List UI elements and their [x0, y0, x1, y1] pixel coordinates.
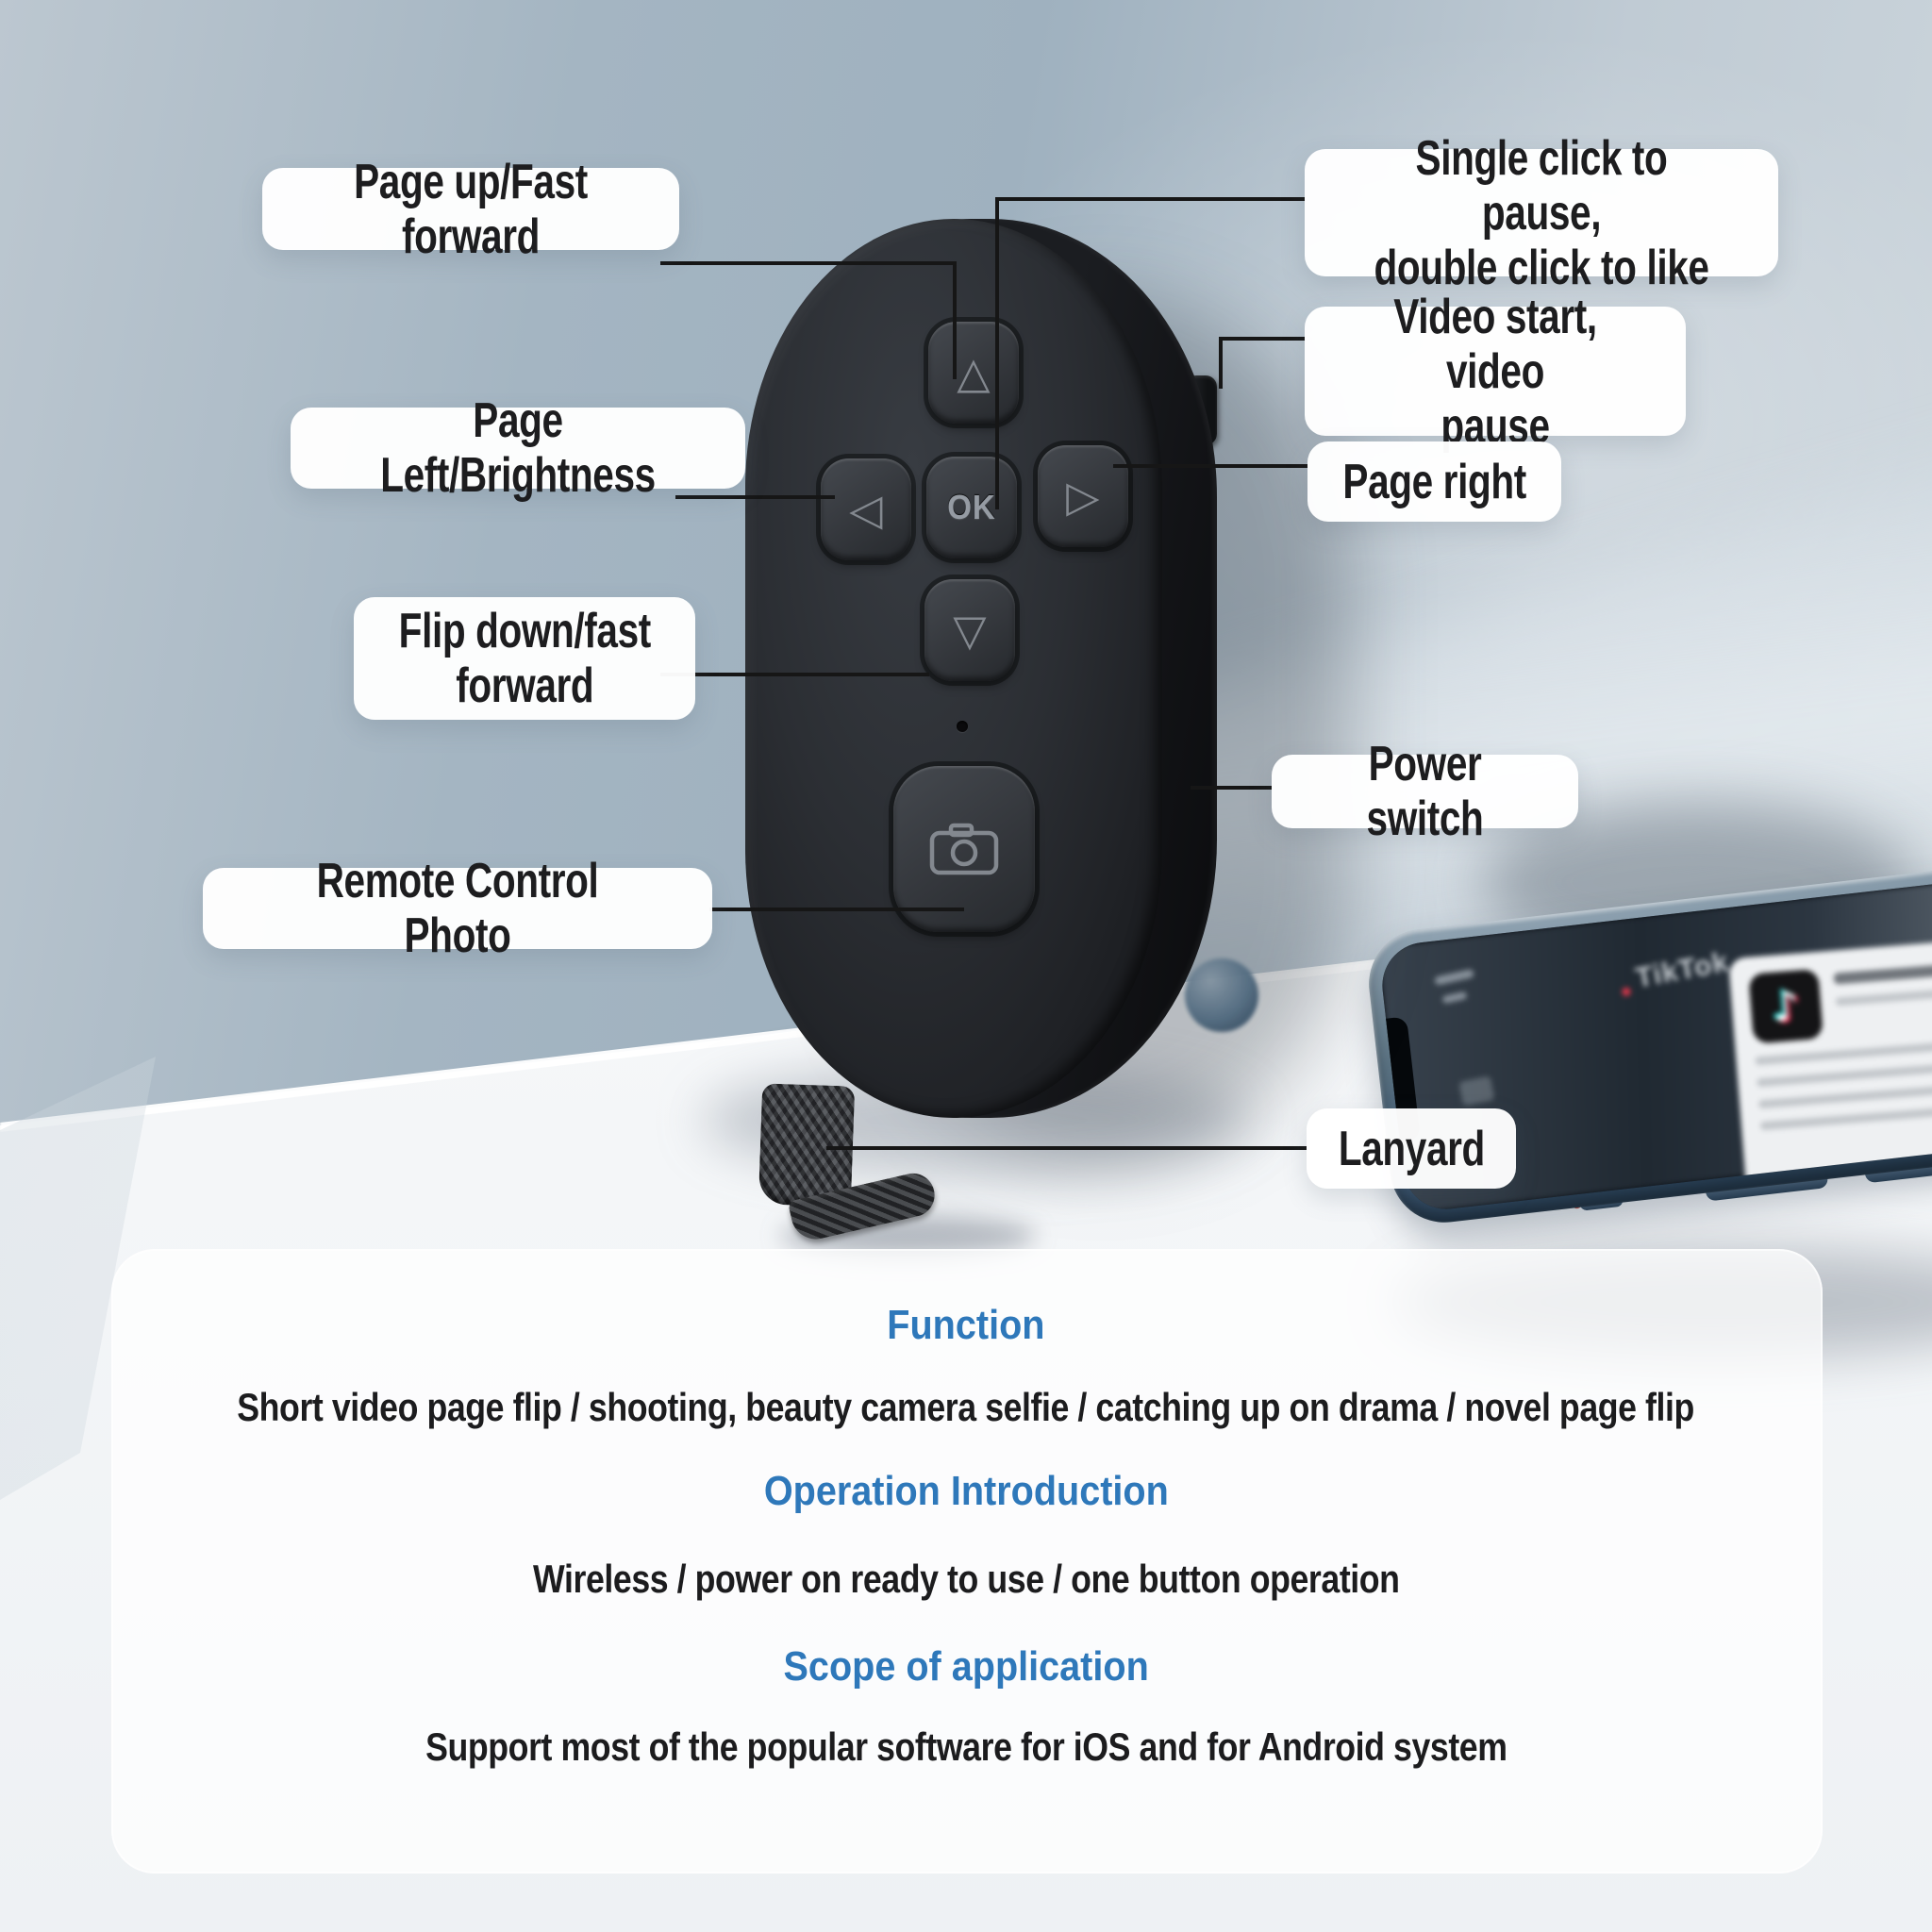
callout-page-right-text: Page right	[1342, 454, 1526, 509]
leader-line-flip-down	[660, 673, 929, 676]
callout-lanyard: Lanyard	[1307, 1108, 1516, 1189]
up-button: △	[928, 322, 1019, 424]
section-body-function: Short video page flip / shooting, beauty…	[237, 1385, 1695, 1429]
leader-line-single-click	[995, 197, 999, 509]
callout-page-left: Page Left/Brightness	[291, 393, 745, 503]
leader-line-lanyard	[826, 1146, 1307, 1150]
camera-icon	[929, 823, 999, 875]
down-arrow-icon: ▽	[953, 605, 987, 656]
leader-line-video	[1221, 337, 1305, 341]
ok-button-label: OK	[947, 488, 996, 526]
section-heading-operation: Operation Introduction	[763, 1468, 1169, 1514]
card-text-blur	[1759, 1103, 1932, 1131]
section-body-scope: Support most of the popular software for…	[425, 1724, 1507, 1769]
callout-page-right: Page right	[1307, 441, 1561, 522]
info-panel	[111, 1249, 1823, 1874]
callout-power-switch: Power switch	[1272, 737, 1578, 846]
leader-line-page-left	[675, 495, 835, 499]
leader-line-video	[1219, 337, 1223, 389]
callout-remote-photo: Remote Control Photo	[203, 854, 712, 963]
led-indicator	[957, 721, 968, 732]
right-button: ▷	[1038, 445, 1128, 547]
callout-single-click: Single click to pause, double click to l…	[1305, 131, 1778, 295]
up-arrow-icon: △	[957, 347, 991, 398]
callout-video-start: Video start, video pause	[1305, 290, 1686, 454]
callout-power-switch-text: Power switch	[1366, 737, 1484, 846]
left-button: ◁	[821, 458, 911, 560]
blue-disc-object	[1185, 958, 1258, 1032]
section-heading-function: Function	[887, 1302, 1045, 1348]
callout-flip-down: Flip down/fast forward	[354, 597, 695, 720]
ok-button: OK	[926, 457, 1017, 558]
card-text-blur	[1835, 984, 1932, 1008]
down-button: ▽	[924, 579, 1015, 681]
leader-line-page-up	[953, 261, 957, 379]
callout-video-start-text: Video start, video pause	[1393, 289, 1597, 454]
camera-shutter-button	[893, 766, 1035, 932]
music-note-icon: ♪	[1770, 981, 1801, 1032]
callout-flip-down-text: Flip down/fast forward	[398, 604, 651, 713]
left-arrow-icon: ◁	[849, 484, 883, 535]
tiktok-logo-icon: ♪	[1748, 969, 1824, 1044]
card-title-blur	[1833, 962, 1932, 986]
section-heading-scope: Scope of application	[783, 1643, 1149, 1690]
right-arrow-icon: ▷	[1066, 471, 1100, 522]
callout-page-left-text: Page Left/Brightness	[380, 393, 656, 503]
leader-line-single-click	[997, 197, 1305, 201]
callout-page-up: Page up/Fast forward	[262, 155, 679, 264]
callout-page-up-text: Page up/Fast forward	[354, 154, 588, 264]
callout-remote-photo-text: Remote Control Photo	[316, 854, 599, 963]
leader-line-power	[1191, 786, 1272, 790]
leader-line-photo	[709, 908, 964, 911]
section-body-operation: Wireless / power on ready to use / one b…	[532, 1557, 1400, 1601]
leader-line-page-right	[1113, 464, 1307, 468]
callout-single-click-text: Single click to pause, double click to l…	[1374, 130, 1709, 295]
callout-lanyard-text: Lanyard	[1338, 1121, 1485, 1176]
leader-line-page-up	[660, 261, 957, 265]
